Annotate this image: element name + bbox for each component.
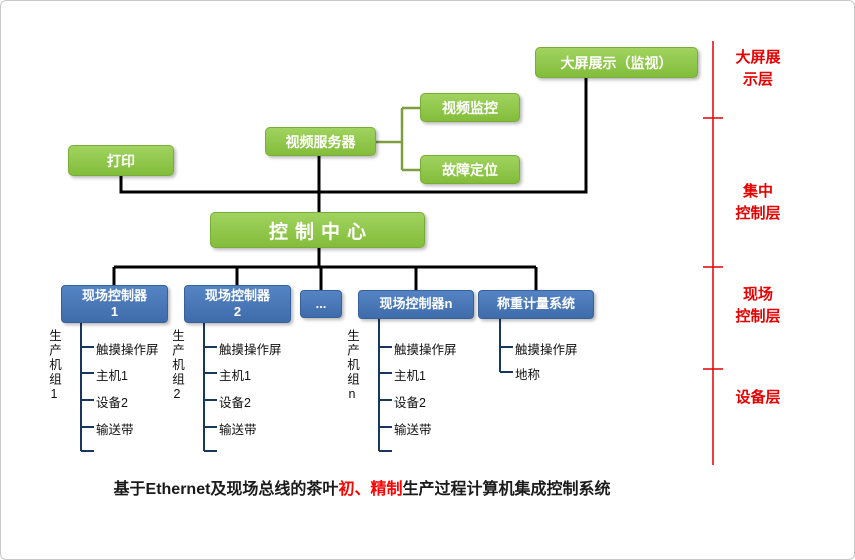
- layer-separator: [703, 41, 723, 465]
- device-item: 主机1: [394, 369, 426, 383]
- node-field-controller-2: 现场控制器 2: [184, 285, 291, 323]
- caption: 基于Ethernet及现场总线的茶叶初、精制生产过程计算机集成控制系统: [9, 475, 715, 499]
- device-item: 主机1: [219, 369, 251, 383]
- layer-label-display: 大屏展 示层: [735, 49, 781, 88]
- device-tree-lines: [80, 319, 513, 452]
- device-item: 触摸操作屏: [96, 343, 159, 357]
- device-item: 主机1: [96, 369, 128, 383]
- video-branch-lines: [376, 106, 420, 172]
- node-fault-location: 故障定位: [420, 155, 520, 184]
- node-field-controller-1: 现场控制器 1: [61, 285, 168, 323]
- node-print: 打印: [68, 145, 174, 176]
- device-item: 设备2: [394, 396, 426, 410]
- caption-highlight: 初、精制: [338, 481, 403, 498]
- layer-label-field-control: 现场 控制层: [735, 286, 781, 325]
- device-item: 触摸操作屏: [394, 343, 457, 357]
- node-video-server: 视频服务器: [265, 127, 376, 156]
- device-item: 触摸操作屏: [219, 343, 282, 357]
- device-item: 触摸操作屏: [515, 343, 578, 357]
- production-unit-label: 生产机组2: [170, 329, 184, 403]
- device-item: 输送带: [219, 423, 257, 437]
- layer-label-device: 设备层: [735, 389, 781, 406]
- device-item: 输送带: [96, 423, 134, 437]
- node-big-screen-display: 大屏展示（监视）: [535, 47, 698, 78]
- node-field-controller-n: 现场控制器n: [358, 290, 474, 319]
- device-item: 地称: [515, 368, 541, 382]
- production-unit-label: 生产机组1: [47, 329, 61, 403]
- device-item: 设备2: [219, 396, 251, 410]
- caption-post: 生产过程计算机集成控制系统: [402, 481, 611, 498]
- layer-label-central-control: 集中 控制层: [735, 183, 781, 222]
- backbone-lines: [112, 78, 588, 290]
- node-video-monitor: 视频监控: [420, 93, 520, 122]
- node-weighing-system: 称重计量系统: [478, 290, 594, 319]
- caption-pre: 基于Ethernet及现场总线的茶叶: [113, 481, 339, 498]
- node-field-controller-ellipsis: ...: [300, 290, 342, 318]
- production-unit-label: 生产机组n: [345, 329, 359, 403]
- node-control-center: 控制中心: [210, 212, 425, 248]
- device-item: 输送带: [394, 423, 432, 437]
- device-item: 设备2: [96, 396, 128, 410]
